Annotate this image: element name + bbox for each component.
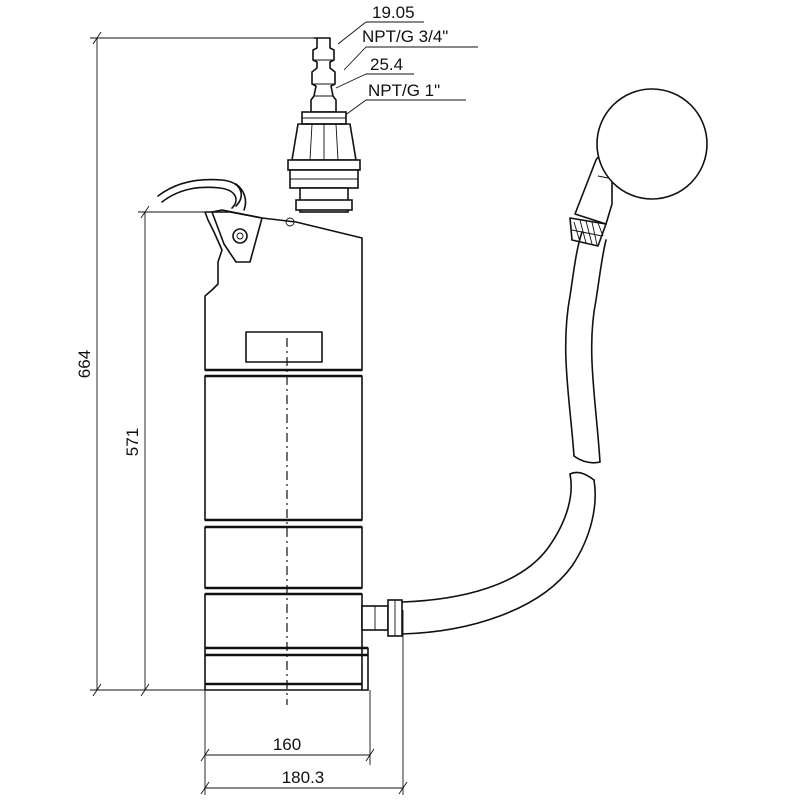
dimension-overall-height: 664 [75, 31, 320, 697]
thread-large-label: NPT/G 1" [368, 81, 440, 100]
pump-body [204, 209, 369, 705]
body-height-label: 571 [123, 428, 142, 456]
hose-barb-connector [287, 37, 361, 213]
overall-height-label: 664 [75, 350, 94, 378]
connection-callouts: 19.05 NPT/G 3/4" 25.4 NPT/G 1" [335, 3, 478, 117]
dimension-body-height: 571 [123, 205, 215, 697]
hose-size-large-label: 25.4 [370, 55, 403, 74]
overall-width-label: 180.3 [282, 768, 325, 787]
dimension-body-diameter: 160 [200, 690, 375, 795]
float-switch [361, 88, 708, 637]
body-diameter-label: 160 [273, 735, 301, 754]
power-cable [157, 178, 247, 211]
dimension-overall-width: 180.3 [200, 610, 408, 795]
hose-size-small-label: 19.05 [372, 3, 415, 22]
thread-small-label: NPT/G 3/4" [362, 27, 448, 46]
